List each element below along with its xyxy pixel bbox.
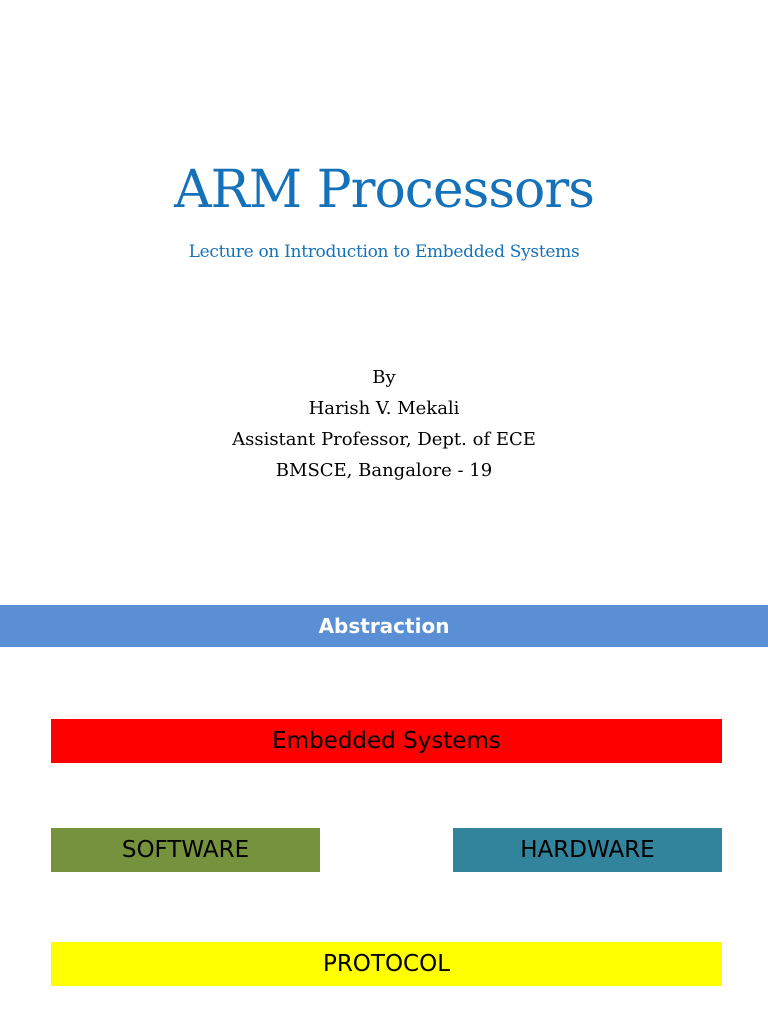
author-institution: BMSCE, Bangalore - 19 [275, 460, 493, 481]
slide-title: ARM Processors [174, 160, 595, 220]
author-position: Assistant Professor, Dept. of ECE [232, 429, 536, 450]
hardware-box: HARDWARE [453, 828, 722, 872]
section-header-abstraction: Abstraction [0, 605, 768, 647]
software-box: SOFTWARE [51, 828, 320, 872]
author-block: By Harish V. Mekali Assistant Professor,… [0, 362, 768, 486]
embedded-systems-box: Embedded Systems [51, 719, 722, 763]
protocol-box: PROTOCOL [51, 942, 722, 986]
author-name: Harish V. Mekali [308, 398, 460, 419]
slide-subtitle: Lecture on Introduction to Embedded Syst… [188, 242, 580, 262]
author-by-line: By [372, 367, 396, 388]
